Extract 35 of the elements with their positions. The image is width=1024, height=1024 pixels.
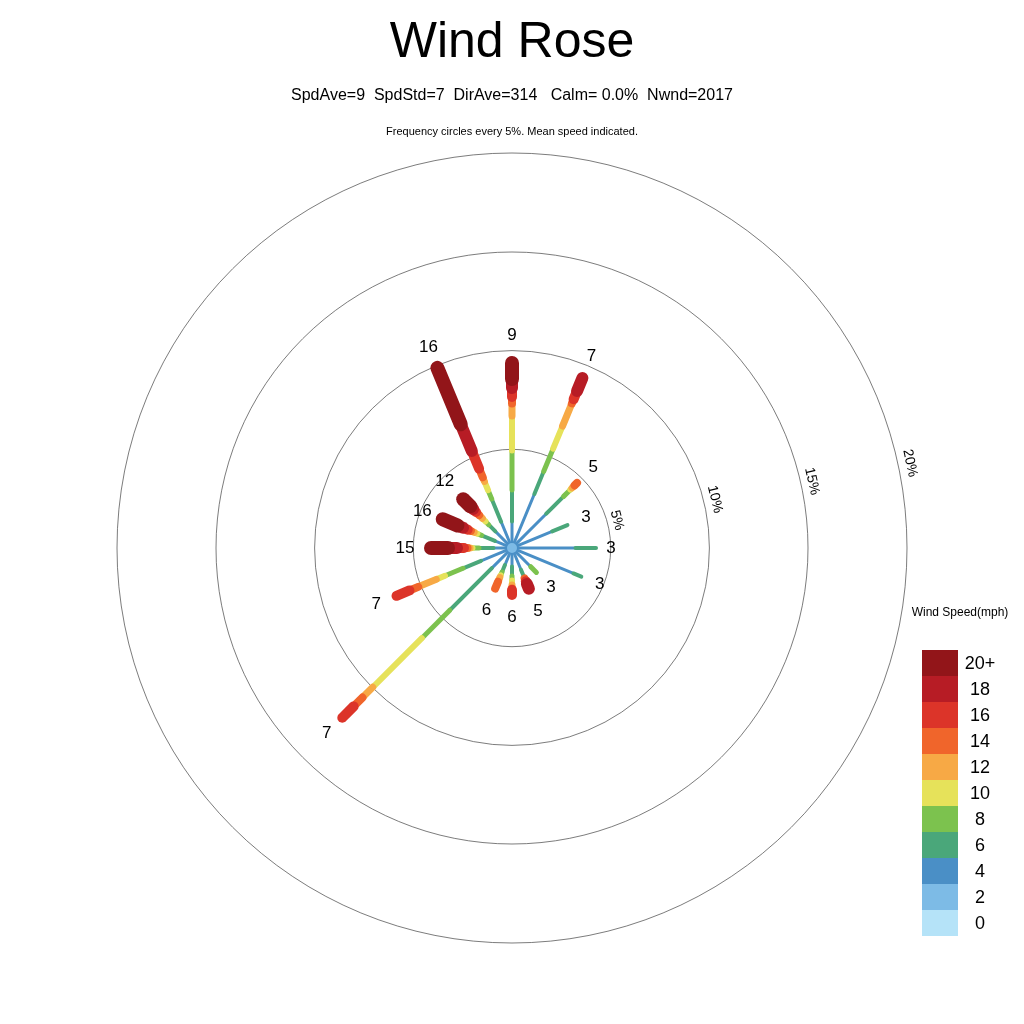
legend-label: 6 [975,834,985,856]
mean-speed-label: 3 [581,507,591,528]
legend-label: 18 [970,678,990,700]
legend-label: 2 [975,886,985,908]
mean-speed-label: 7 [586,345,597,366]
mean-speed-label: 12 [435,470,455,491]
mean-speed-label: 3 [546,576,556,597]
legend-label: 16 [970,704,990,726]
mean-speed-label: 5 [533,600,543,621]
frequency-circle-label: 5% [607,507,629,532]
mean-speed-label: 6 [481,599,492,620]
mean-speed-label: 6 [507,607,517,627]
statistics-line: SpdAve=9 SpdStd=7 DirAve=314 Calm= 0.0% Nwnd=2017 [291,86,733,104]
chart-note: Frequency circles every 5%. Mean speed indicated. [386,125,638,137]
mean-speed-label: 3 [606,538,616,558]
legend-title: Wind Speed(mph) [911,605,1009,619]
legend-label: 8 [975,808,985,830]
frequency-circle-label: 20% [900,447,922,479]
mean-speed-label: 3 [595,574,605,595]
frequency-circle-label: 15% [801,465,824,497]
mean-speed-label: 16 [419,336,438,357]
mean-speed-label: 15 [395,538,415,558]
mean-speed-label: 5 [588,456,599,477]
mean-speed-label: 7 [371,594,381,615]
mean-speed-label: 9 [507,325,517,345]
mean-speed-label: 7 [322,723,332,744]
chart-title: Wind Rose [389,11,635,69]
frequency-circle-label: 10% [705,483,728,515]
legend-label: 10 [970,782,990,804]
legend-label: 12 [970,756,990,778]
legend-label: 20+ [964,652,996,674]
legend-label: 0 [975,912,985,934]
mean-speed-label: 16 [412,500,432,521]
legend-label: 14 [970,730,990,752]
legend-label: 4 [975,860,985,882]
